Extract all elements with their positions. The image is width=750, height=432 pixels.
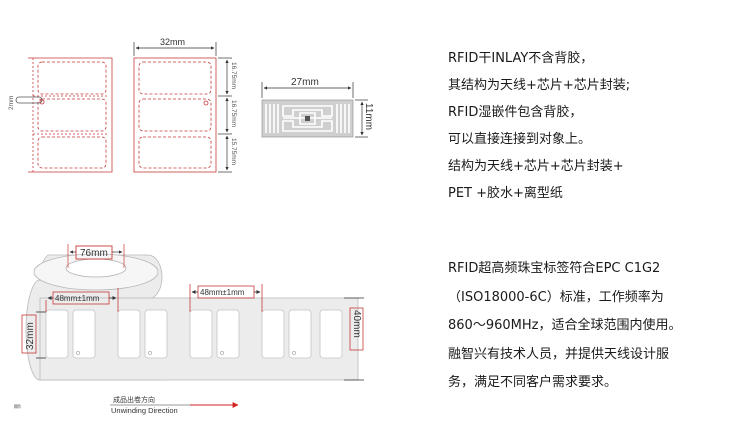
- desc-top-line: 可以直接连接到对象上。: [448, 132, 592, 147]
- core-label: 76mm: [80, 248, 108, 259]
- slot-marker: [15, 96, 43, 104]
- unwinding-direction: 成品出卷方向 Unwinding Direction: [110, 395, 239, 415]
- inlay-width-dimension: [261, 82, 354, 98]
- pitch-dimension-right: [189, 284, 263, 312]
- tag-height-dimension: [21, 311, 46, 359]
- inlay-width-label: 27mm: [291, 77, 319, 88]
- sheet-height-dimension: [218, 57, 232, 173]
- direction-cn-label: 成品出卷方向: [113, 395, 155, 404]
- desc-top-line: 结构为天线+芯片+芯片封装+: [448, 159, 624, 174]
- pitch-dimension-left: [45, 288, 119, 312]
- inlay-height-dimension: [355, 99, 368, 138]
- desc-bottom-line: （ISO18000-6C）标准，工作频率为: [448, 289, 664, 305]
- corner-mark: ㎜: [14, 403, 21, 410]
- side-dim-label: 2mm: [8, 96, 15, 110]
- sheet-width-label: 32mm: [160, 37, 185, 47]
- roll-core: [65, 258, 127, 278]
- desc-top-line: PET +胶水+离型纸: [448, 186, 563, 201]
- web-height-dimension: [344, 297, 364, 381]
- web-height-label: 40mm: [351, 310, 362, 338]
- label-sheet-left: [28, 57, 113, 173]
- tag-holes: [76, 351, 296, 355]
- desc-bottom-line: 务，满足不同客户需求要求。: [448, 375, 618, 390]
- sheet-width-dimension: [133, 42, 217, 56]
- desc-bottom-line: RFID超高频珠宝标签符合EPC C1G2: [448, 261, 661, 276]
- description-bottom: RFID超高频珠宝标签符合EPC C1G2 （ISO18000-6C）标准，工作…: [448, 258, 681, 401]
- roll-diagram: 76mm 32mm: [14, 244, 364, 415]
- height-label-2: 16.75mm: [230, 100, 237, 127]
- desc-top-line: RFID湿嵌件包含背胶，: [448, 105, 583, 120]
- description-top: RFID干INLAY不含背胶， 其结构为天线+芯片+芯片封装; RFID湿嵌件包…: [448, 48, 630, 210]
- web-tags: [45, 309, 343, 359]
- chip: [305, 116, 310, 121]
- tag-height-label: 32mm: [25, 322, 36, 350]
- height-label-3: 15.75mm: [230, 138, 237, 165]
- desc-bottom-line: 860～960MHz，适合全球范围内使用。: [448, 318, 682, 333]
- inlay-diagram: 27mm 11mm: [261, 77, 374, 138]
- label-sheet-diagram: 2mm 32mm 16.75mm 16.75mm 15.75m: [8, 37, 237, 173]
- inlay-height-label: 11mm: [363, 103, 374, 130]
- desc-bottom-line: 融智兴有技术人员，并提供天线设计服: [448, 346, 670, 362]
- label-sheet-right: [133, 57, 217, 173]
- desc-top-line: 其结构为天线+芯片+芯片封装;: [448, 78, 631, 93]
- core-dimension: [67, 244, 125, 268]
- desc-top-line: RFID干INLAY不含背胶，: [448, 51, 594, 66]
- pitch-label-left: 48mm±1mm: [55, 294, 100, 303]
- pitch-label-right: 48mm±1mm: [200, 288, 245, 297]
- direction-en-label: Unwinding Direction: [111, 406, 178, 415]
- height-label-1: 16.75mm: [230, 62, 237, 89]
